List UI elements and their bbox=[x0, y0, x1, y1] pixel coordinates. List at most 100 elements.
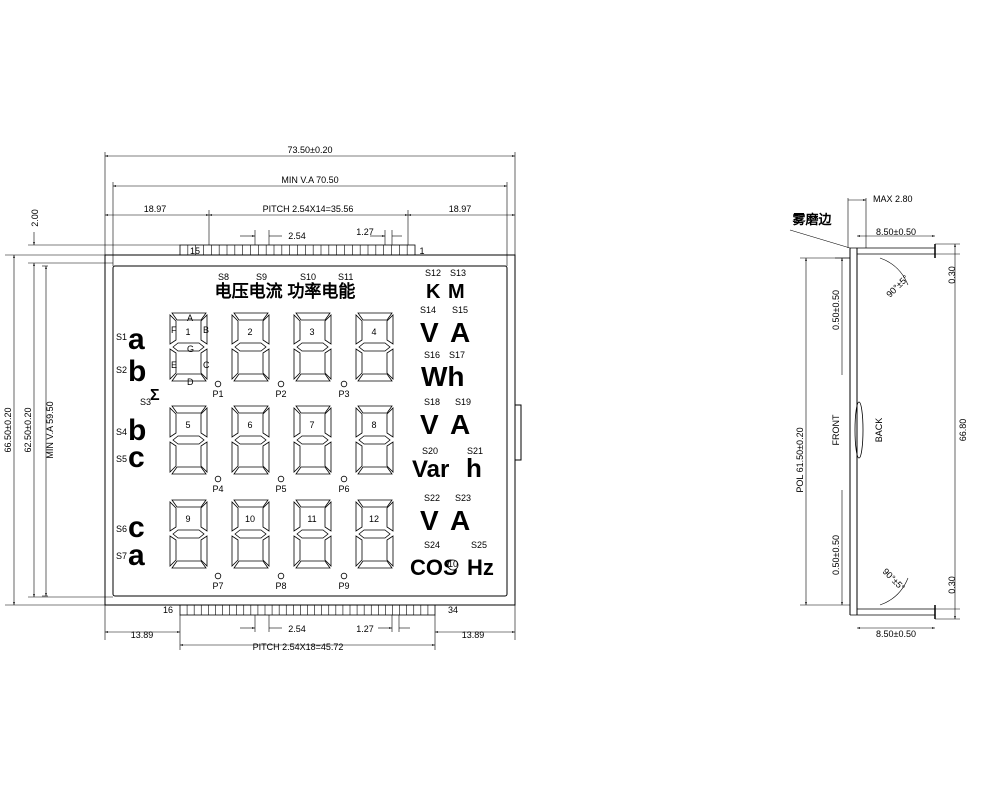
min-va-width-label: MIN V.A 70.50 bbox=[281, 175, 338, 185]
lcd-content: 电压电流 功率电能 S8 S9 S10 S11 S12 S13 S14 S15 … bbox=[116, 268, 494, 591]
point-label-3: P3 bbox=[338, 389, 349, 399]
left-margin-bottom-label: 13.89 bbox=[131, 630, 154, 640]
digit-10: 10 bbox=[231, 499, 270, 569]
decimal-point-7 bbox=[214, 572, 222, 580]
label-s16: S16 bbox=[424, 350, 440, 360]
max-thickness-label: MAX 2.80 bbox=[873, 194, 913, 204]
label-s23: S23 bbox=[455, 493, 471, 503]
digit-3: 3 bbox=[293, 312, 332, 382]
va-height-outer-label: 62.50±0.20 bbox=[23, 408, 33, 453]
decimal-point-6 bbox=[340, 475, 348, 483]
label-s11: S11 bbox=[338, 272, 353, 282]
side-view-labels: 雾磨边 MAX 2.80 8.50±0.50 8.50±0.50 90°±5° … bbox=[791, 194, 968, 639]
right-margin-top-label: 18.97 bbox=[449, 204, 472, 214]
label-s10: S10 bbox=[300, 272, 316, 282]
label-s19: S19 bbox=[455, 397, 471, 407]
digit-5: 5 bbox=[169, 405, 208, 475]
label-s18: S18 bbox=[424, 397, 440, 407]
unit-var: Var bbox=[412, 456, 449, 483]
unit-a1: A bbox=[450, 317, 470, 348]
digit-number: 2 bbox=[247, 327, 252, 337]
point-label-5: P5 bbox=[275, 484, 286, 494]
pitch-small-bottom-label: 2.54 bbox=[288, 624, 306, 634]
seg-letter-f: F bbox=[171, 325, 177, 335]
digit-1: 1 bbox=[169, 312, 208, 382]
unit-v1: V bbox=[420, 317, 439, 348]
decimal-point-8 bbox=[277, 572, 285, 580]
point-label-9: P9 bbox=[338, 581, 349, 591]
point-label-6: P6 bbox=[338, 484, 349, 494]
label-s1: S1 bbox=[116, 332, 127, 342]
label-s22: S22 bbox=[424, 493, 440, 503]
sigma-symbol: Σ bbox=[150, 387, 160, 404]
unit-m: M bbox=[448, 281, 465, 303]
label-s2: S2 bbox=[116, 365, 127, 375]
label-s24: S24 bbox=[424, 540, 440, 550]
pitch-top-label: PITCH 2.54X14=35.56 bbox=[263, 204, 354, 214]
label-s12: S12 bbox=[425, 268, 441, 278]
top-offset-label: 2.00 bbox=[30, 209, 40, 227]
edge-finish-note: 雾磨边 bbox=[791, 212, 832, 227]
pin-top-first-label: 15 bbox=[190, 246, 200, 256]
left-margin-top-label: 18.97 bbox=[144, 204, 167, 214]
row-letter-a1: a bbox=[128, 323, 145, 356]
unit-v2: V bbox=[420, 409, 439, 440]
label-s14: S14 bbox=[420, 305, 436, 315]
digit-number: 5 bbox=[185, 420, 190, 430]
decimal-point-5 bbox=[277, 475, 285, 483]
viewing-area bbox=[112, 265, 508, 597]
unit-k: K bbox=[426, 281, 441, 303]
label-s20: S20 bbox=[422, 446, 438, 456]
label-s7: S7 bbox=[116, 551, 127, 561]
back-label: BACK bbox=[874, 418, 884, 443]
cos-indicator-number: 10 bbox=[448, 559, 458, 569]
decimal-point-9 bbox=[340, 572, 348, 580]
seg-letter-e: E bbox=[171, 360, 177, 370]
overall-width-label: 73.50±0.20 bbox=[288, 145, 333, 155]
cos-indicator-circle bbox=[447, 559, 459, 571]
label-s5: S5 bbox=[116, 454, 127, 464]
unit-v3: V bbox=[420, 505, 439, 536]
seg-letter-a: A bbox=[187, 313, 193, 323]
digit-4: 4 bbox=[355, 312, 394, 382]
pin-top-last-label: 1 bbox=[419, 246, 424, 256]
seg-letter-c: C bbox=[203, 360, 210, 370]
angle-bottom-label: 90°±5° bbox=[881, 566, 908, 593]
digit-number: 11 bbox=[307, 514, 316, 524]
digit-number: 1 bbox=[185, 327, 190, 337]
seg-letter-d: D bbox=[187, 377, 194, 387]
row-letter-b2: b bbox=[128, 414, 146, 447]
pitch-small-top-label: 2.54 bbox=[288, 231, 306, 241]
label-s21: S21 bbox=[467, 446, 483, 456]
front-label: FRONT bbox=[831, 414, 841, 445]
row-letter-a2: a bbox=[128, 539, 145, 572]
decimal-point-2 bbox=[277, 380, 285, 388]
decimal-point-4 bbox=[214, 475, 222, 483]
pin-bottom-first-label: 16 bbox=[163, 605, 173, 615]
row-letter-c1: c bbox=[128, 441, 145, 474]
decimal-point-1 bbox=[214, 380, 222, 388]
seg-letter-g: G bbox=[187, 344, 194, 354]
digit-7: 7 bbox=[293, 405, 332, 475]
label-s25: S25 bbox=[471, 540, 487, 550]
label-s13: S13 bbox=[450, 268, 466, 278]
digit-number: 12 bbox=[369, 514, 379, 524]
label-s9: S9 bbox=[256, 272, 267, 282]
point-label-7: P7 bbox=[212, 581, 223, 591]
digit-2: 2 bbox=[231, 312, 270, 382]
front-view bbox=[5, 152, 522, 650]
gap-bottom-label: 0.30 bbox=[947, 576, 957, 594]
label-s6: S6 bbox=[116, 524, 127, 534]
pol-label: POL 61.50±0.20 bbox=[795, 427, 805, 492]
digit-12: 12 bbox=[355, 499, 394, 569]
connector-tab bbox=[514, 404, 522, 461]
label-s4: S4 bbox=[116, 427, 127, 437]
point-label-8: P8 bbox=[275, 581, 286, 591]
digit-number: 6 bbox=[247, 420, 252, 430]
unit-varh-h: h bbox=[466, 453, 482, 483]
label-s15: S15 bbox=[452, 305, 468, 315]
digit-number: 10 bbox=[245, 514, 255, 524]
lcd-title: 电压电流 功率电能 bbox=[215, 281, 356, 301]
